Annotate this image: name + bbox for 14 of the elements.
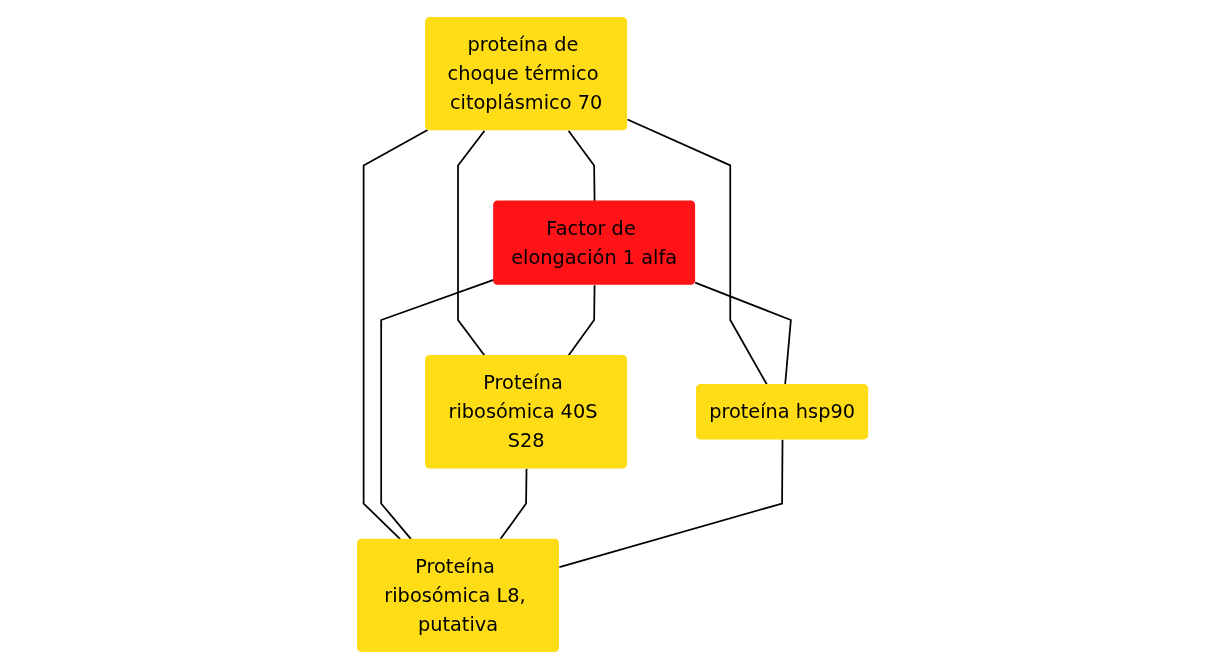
node-box: Proteína ribosómica L8, putativa bbox=[356, 538, 559, 652]
node-box: proteína de choque térmico citoplásmico 70 bbox=[425, 17, 627, 131]
connector bbox=[457, 129, 486, 357]
node-box: Proteína ribosómica 40S S28 bbox=[425, 355, 627, 469]
connector bbox=[567, 129, 596, 202]
connector bbox=[380, 278, 495, 540]
node-box: proteína hsp90 bbox=[695, 384, 869, 440]
connector bbox=[694, 281, 792, 386]
connector bbox=[558, 439, 784, 569]
connector bbox=[626, 118, 768, 386]
connector bbox=[499, 468, 528, 540]
connector bbox=[567, 284, 596, 357]
node-box: Factor de elongación 1 alfa bbox=[493, 200, 696, 285]
connector bbox=[362, 129, 429, 540]
